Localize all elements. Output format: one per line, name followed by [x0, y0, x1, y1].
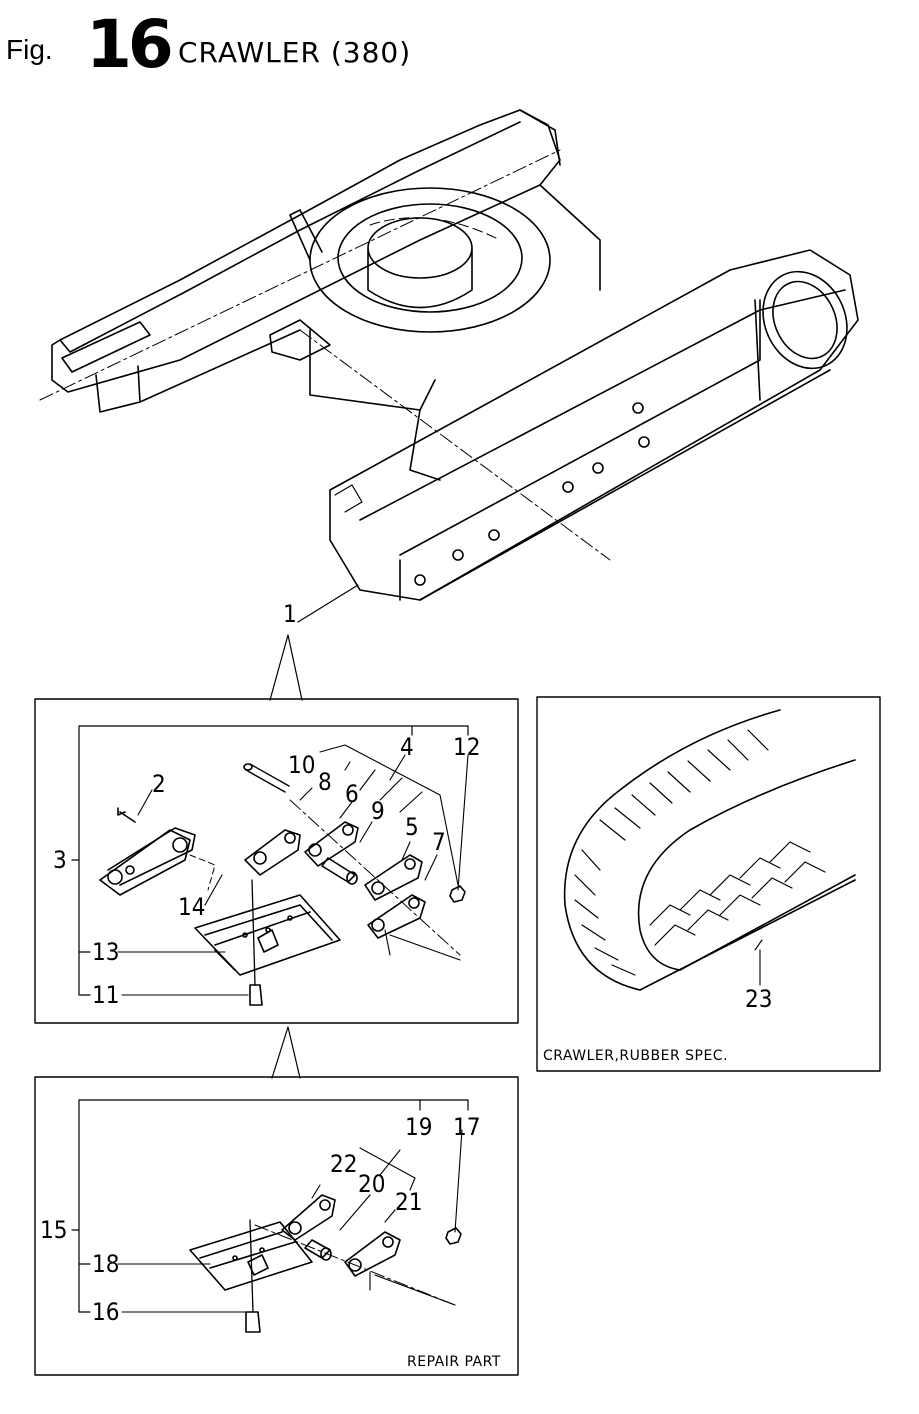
- callout-22: 22: [330, 1152, 357, 1176]
- callout-7: 7: [432, 830, 446, 854]
- figure-number: 16: [86, 6, 170, 83]
- undercarriage-illustration: [40, 110, 862, 700]
- steel-track-parts-panel: [35, 699, 518, 1078]
- callout-3: 3: [53, 848, 67, 872]
- callout-16: 16: [92, 1300, 119, 1324]
- callout-8: 8: [318, 770, 332, 794]
- callout-15: 15: [40, 1218, 67, 1242]
- callout-4: 4: [400, 735, 414, 759]
- callout-20: 20: [358, 1172, 385, 1196]
- callout-21: 21: [395, 1190, 422, 1214]
- callout-23: 23: [745, 987, 772, 1011]
- callout-11: 11: [92, 983, 119, 1007]
- callout-6: 6: [345, 782, 359, 806]
- callout-9: 9: [371, 799, 385, 823]
- callout-19: 19: [405, 1115, 432, 1139]
- rubber-spec-caption: CRAWLER,RUBBER SPEC.: [543, 1048, 728, 1064]
- callout-5: 5: [405, 815, 419, 839]
- rubber-crawler-panel: [537, 697, 880, 1071]
- callout-13: 13: [92, 940, 119, 964]
- callout-17: 17: [453, 1115, 480, 1139]
- figure-prefix: Fig.: [6, 34, 53, 66]
- callout-12: 12: [453, 735, 480, 759]
- callout-1: 1: [283, 602, 297, 626]
- callout-10: 10: [288, 753, 315, 777]
- figure-title: CRAWLER (380): [178, 36, 411, 69]
- callout-18: 18: [92, 1252, 119, 1276]
- callout-14: 14: [178, 895, 205, 919]
- repair-part-panel: [35, 1077, 518, 1375]
- callout-2: 2: [152, 772, 166, 796]
- repair-part-caption: REPAIR PART: [407, 1354, 501, 1370]
